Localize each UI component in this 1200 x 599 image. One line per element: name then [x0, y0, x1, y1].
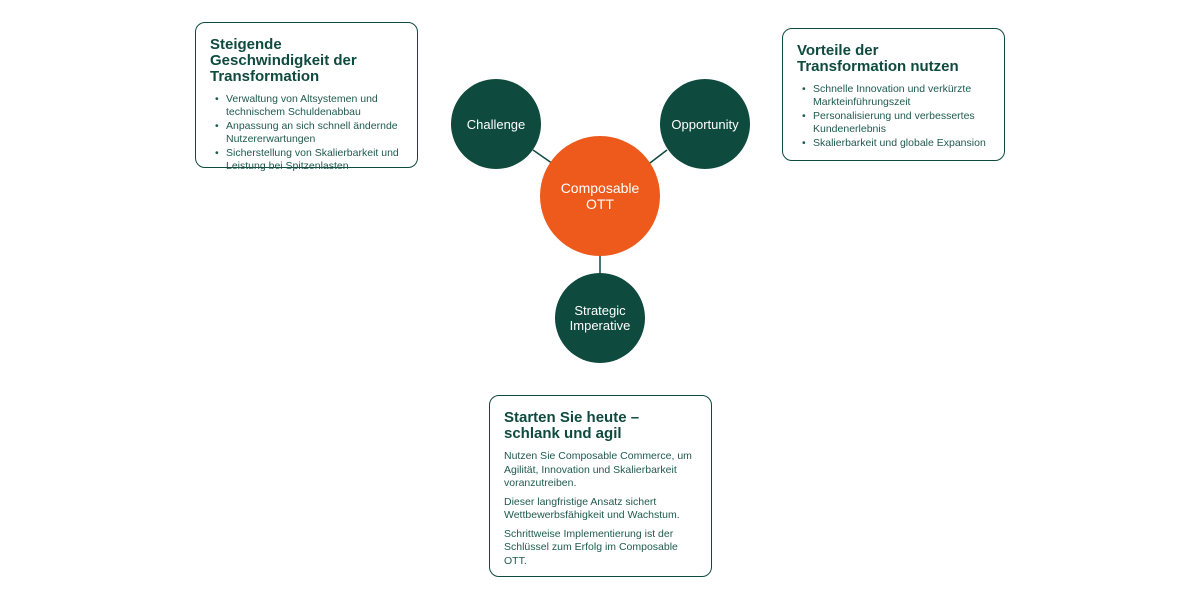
composable-ott-node: Composable OTT [540, 136, 660, 256]
imperative-node-label-line2: Imperative [569, 318, 631, 333]
challenge-card: Steigende Geschwindigkeit der Transforma… [195, 22, 418, 172]
opportunity-card-title: Vorteile der Transformation nutzen [797, 42, 959, 75]
challenge-card-title: Steigende Geschwindigkeit der Transforma… [210, 36, 357, 85]
list-item: Sicherstellung von Skalierbarkeit und Le… [215, 147, 403, 173]
imperative-paragraph: Schrittweise Implementierung ist der Sch… [504, 527, 678, 567]
imperative-card-title: Starten Sie heute – schlank und agil [504, 409, 640, 442]
list-item: Anpassung an sich schnell ändernde Nutze… [215, 120, 403, 146]
imperative-paragraph: Nutzen Sie Composable Commerce, um Agili… [504, 450, 692, 489]
challenge-node: Challenge [451, 79, 541, 169]
center-node-label-line1: Composable [560, 180, 640, 196]
challenge-node-label: Challenge [466, 116, 526, 132]
opportunity-card: Vorteile der Transformation nutzen Schne… [782, 28, 1005, 161]
imperative-paragraph: Dieser langfristige Ansatz sichert Wettb… [504, 495, 680, 522]
opportunity-node: Opportunity [660, 79, 750, 169]
challenge-card-list: Verwaltung von Altsystemen und technisch… [210, 93, 403, 173]
opportunity-card-list: Schnelle Innovation und verkürzte Markte… [797, 83, 990, 150]
center-node-label-line2: OTT [585, 196, 614, 212]
list-item: Personalisierung und verbessertes Kunden… [802, 110, 990, 136]
list-item: Schnelle Innovation und verkürzte Markte… [802, 83, 990, 109]
strategic-imperative-node: Strategic Imperative [555, 273, 645, 363]
imperative-node-label-line1: Strategic [574, 303, 626, 318]
list-item: Verwaltung von Altsystemen und technisch… [215, 93, 403, 119]
imperative-card: Starten Sie heute – schlank und agil Nut… [489, 395, 712, 577]
list-item: Skalierbarkeit und globale Expansion [802, 137, 990, 150]
opportunity-node-label: Opportunity [671, 116, 739, 132]
